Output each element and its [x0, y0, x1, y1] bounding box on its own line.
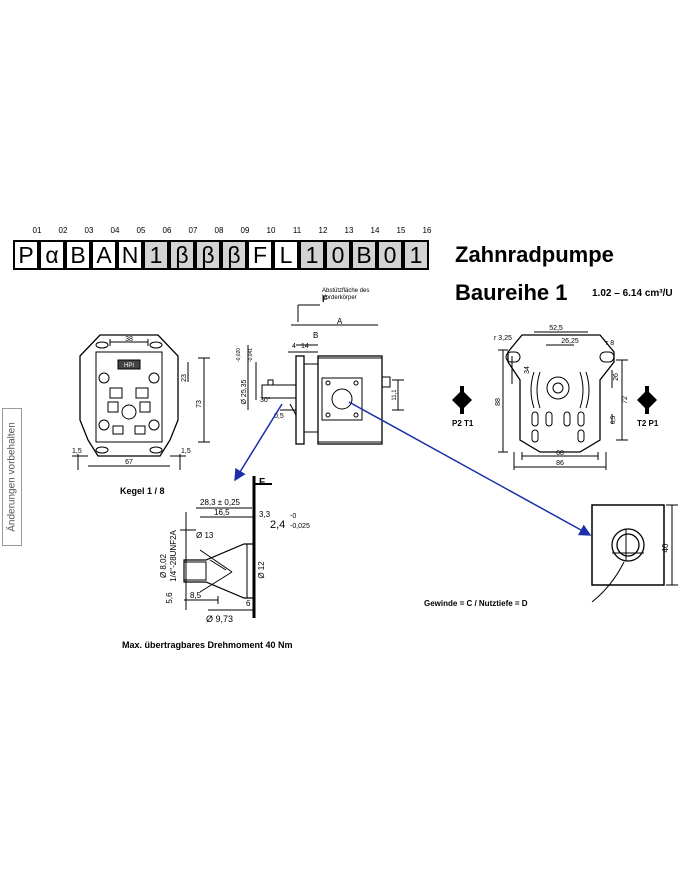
rear-dim: 26 [613, 373, 620, 381]
code-box: 1 [143, 240, 169, 270]
code-position: 12 [318, 226, 328, 235]
port-caption: Gewinde = C / Nutztiefe = D [424, 599, 528, 608]
code-position: 05 [136, 226, 146, 235]
front-dim: 67 [125, 459, 133, 466]
rear-dim: 86 [556, 460, 564, 467]
port-detail [591, 504, 678, 603]
detail-arrow-shaft [234, 403, 283, 482]
port-label-right: T2 P1 [637, 419, 659, 428]
front-dim: 1,5 [72, 448, 82, 455]
side-dim: 11,1 [392, 389, 398, 401]
code-box: β [221, 240, 247, 270]
code-position: 11 [292, 226, 302, 235]
detail-arrow-port [348, 401, 592, 536]
rear-dim: r 3,25 [494, 335, 512, 342]
code-box: B [351, 240, 377, 270]
side-label-F: F [322, 294, 328, 304]
side-dim: -0,020 [236, 348, 242, 362]
flow-arrows-left [452, 386, 472, 414]
code-position: 14 [370, 226, 380, 235]
side-view [247, 304, 404, 445]
side-dim: 30° [260, 396, 271, 404]
code-box: A [91, 240, 117, 270]
shaft-dim: 1/4"-28UNF2A [169, 529, 178, 581]
rear-dim: r 8 [606, 340, 614, 347]
side-dim: 0,5 [274, 413, 284, 420]
code-box: B [65, 240, 91, 270]
front-dim: 38 [125, 336, 133, 343]
shaft-dim: 2,4 [270, 519, 285, 531]
shaft-dim: 28,3 ± 0,25 [200, 498, 241, 507]
shaft-title: Kegel 1 / 8 [120, 486, 165, 496]
code-position: 07 [188, 226, 198, 235]
side-dim: 4 [292, 343, 296, 350]
rear-dim: 88 [495, 398, 502, 406]
side-note: Abstützfläche des [322, 288, 369, 294]
shaft-label-F: F [259, 477, 265, 488]
shaft-dim: Ø 13 [196, 531, 214, 540]
shaft-dim: 6 [246, 599, 251, 608]
shaft-dim: -0 [290, 513, 296, 520]
front-dim: 1,5 [181, 448, 191, 455]
code-box: 1 [299, 240, 325, 270]
shaft-dim: Ø 9,73 [206, 614, 233, 624]
shaft-dim: Ø 12 [257, 561, 266, 579]
code-box: P [13, 240, 39, 270]
shaft-dim: 16,5 [214, 508, 230, 517]
code-box: 0 [325, 240, 351, 270]
front-dim: 73 [196, 400, 203, 408]
displacement-range: 1.02 – 6.14 cm³/U [592, 288, 673, 299]
port-dim: 40 [661, 543, 670, 552]
side-dim: 14 [301, 343, 309, 350]
side-label-A: A [337, 317, 343, 326]
series-title: Baureihe 1 [455, 280, 568, 305]
shaft-detail [180, 476, 272, 618]
shaft-dim: -0,025 [290, 523, 310, 530]
shaft-dim: 8,5 [190, 591, 202, 600]
rear-dim: 6,5 [611, 415, 617, 424]
code-position: 06 [162, 226, 172, 235]
code-box: L [273, 240, 299, 270]
code-position: 13 [344, 226, 354, 235]
code-position: 02 [58, 226, 68, 235]
code-position: 10 [266, 226, 276, 235]
front-view [72, 334, 210, 470]
torque-caption: Max. übertragbares Drehmoment 40 Nm [122, 640, 293, 650]
side-dim: Ø 25,35 [241, 379, 248, 404]
side-note: Vorderkörper [322, 295, 357, 301]
side-label-B: B [313, 331, 318, 340]
front-dim: 23 [181, 374, 188, 382]
rear-dim: 34 [524, 366, 531, 374]
rear-dim: 52,5 [549, 325, 563, 332]
rear-dim: 26,25 [561, 338, 579, 345]
shaft-dim: 3,3 [259, 510, 271, 519]
shaft-dim: 5,6 [165, 592, 174, 604]
code-box: 0 [377, 240, 403, 270]
hpi-badge: HPI [124, 363, 134, 369]
code-position: 01 [32, 226, 42, 235]
code-position: 08 [214, 226, 224, 235]
rear-view [498, 331, 628, 470]
code-box: N [117, 240, 143, 270]
code-box: α [39, 240, 65, 270]
code-position: 09 [240, 226, 250, 235]
rear-dim: 72 [622, 396, 629, 404]
port-label-left: P2 T1 [452, 419, 474, 428]
side-dim: -0,041 [248, 348, 254, 362]
code-position: 04 [110, 226, 120, 235]
type-code-positions: 01 02 03 04 05 06 07 08 09 10 11 12 13 1… [10, 226, 440, 242]
product-title: Zahnradpumpe [455, 242, 614, 267]
flow-arrows-right [637, 386, 657, 414]
code-position: 03 [84, 226, 94, 235]
code-box: 1 [403, 240, 429, 270]
code-position: 16 [422, 226, 432, 235]
code-box: F [247, 240, 273, 270]
sidebar-note: Änderungen vorbehalten [2, 408, 22, 546]
code-box: β [169, 240, 195, 270]
shaft-dim: Ø 8,02 [159, 553, 168, 578]
rear-dim: 68 [556, 450, 564, 457]
code-position: 15 [396, 226, 406, 235]
code-box: β [195, 240, 221, 270]
